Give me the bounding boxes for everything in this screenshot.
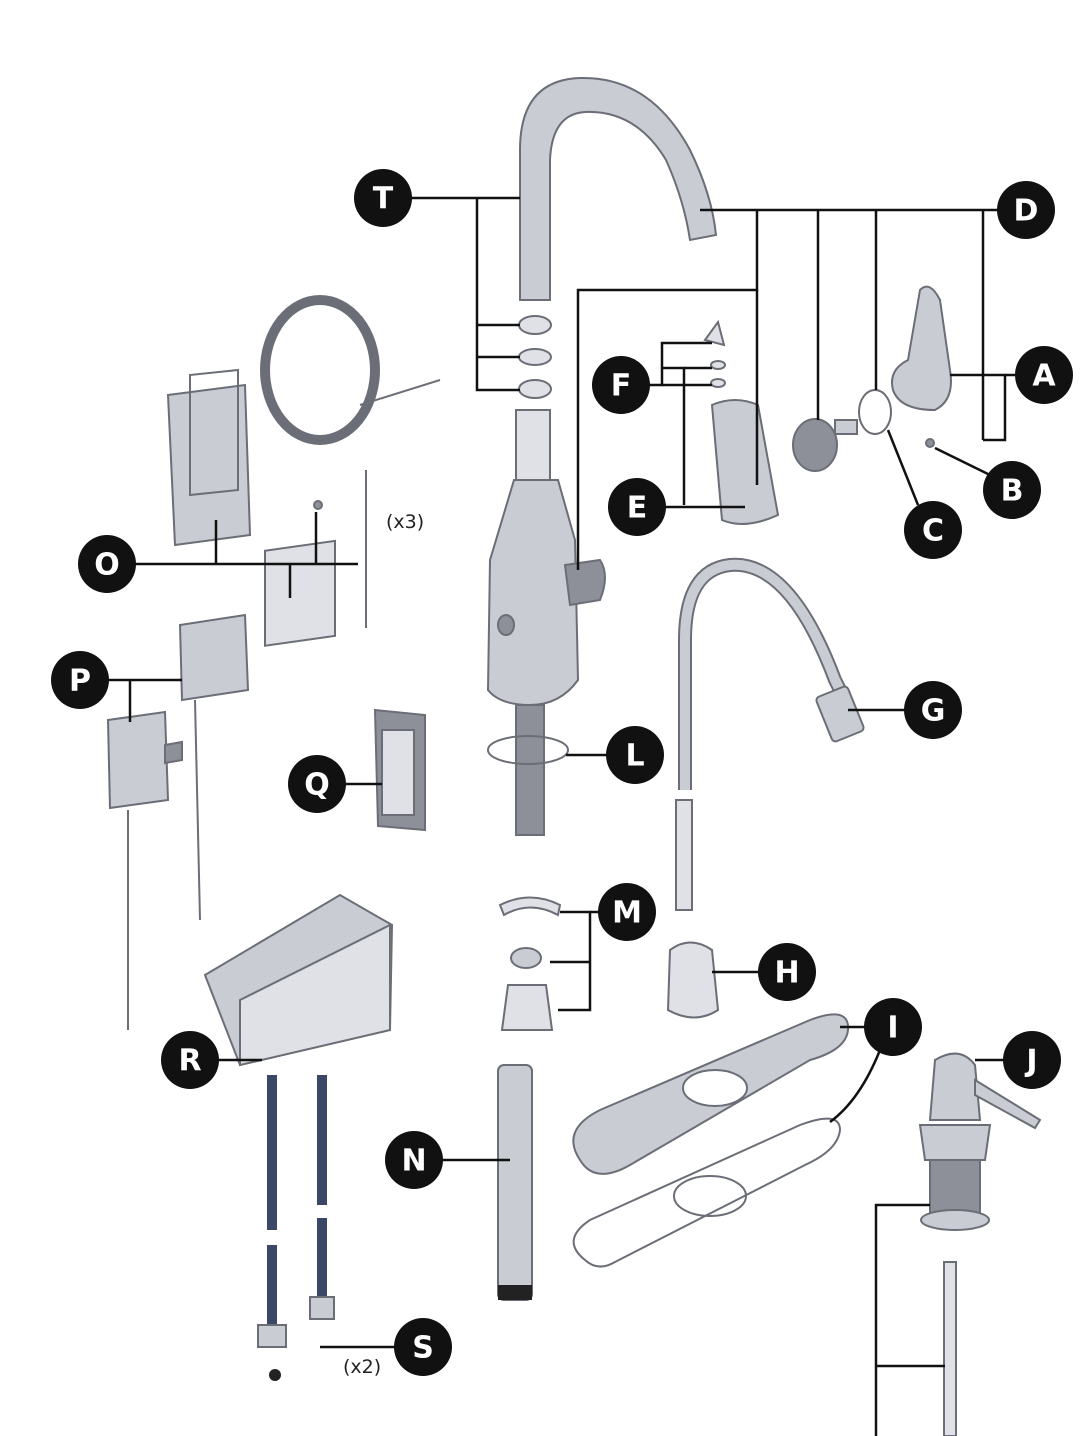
callout-l-label: L — [625, 739, 644, 774]
callout-e-label: E — [627, 491, 648, 526]
callout-f: F — [592, 356, 650, 414]
cartridge-illustration — [792, 418, 858, 472]
callout-g: G — [904, 681, 962, 739]
callout-h-label: H — [774, 956, 799, 991]
callout-m-label: M — [612, 896, 642, 931]
callout-q-label: Q — [304, 768, 330, 803]
callout-i: I — [864, 998, 922, 1056]
callout-p-label: P — [69, 664, 91, 699]
callout-r: R — [161, 1031, 219, 1089]
callout-n-label: N — [401, 1144, 426, 1179]
callout-n: N — [385, 1131, 443, 1189]
callout-e: E — [608, 478, 666, 536]
shank-illustration — [497, 1064, 533, 1301]
callout-b: B — [983, 461, 1041, 519]
leader-lines — [108, 196, 1018, 1436]
callout-q: Q — [288, 755, 346, 813]
callout-j-label: J — [1024, 1044, 1037, 1079]
callout-d: D — [997, 181, 1055, 239]
callout-a-label: A — [1032, 359, 1056, 394]
callout-s: S — [394, 1318, 452, 1376]
pull-down-hose-illustration — [675, 557, 865, 911]
mounting-nut-set-illustration — [498, 896, 562, 1031]
retaining-ring-illustration — [858, 389, 892, 435]
callout-j: J — [1003, 1031, 1061, 1089]
mounting-ring-illustration — [487, 735, 569, 765]
sensor-illustration — [373, 708, 426, 832]
callout-o: O — [78, 535, 136, 593]
callout-h: H — [758, 943, 816, 1001]
callout-c-label: C — [922, 514, 944, 549]
callout-f-label: F — [611, 369, 632, 404]
handle-illustration — [891, 285, 952, 412]
callout-b-label: B — [1001, 474, 1024, 509]
hose-weight-illustration — [666, 941, 720, 1019]
callout-t-label: T — [373, 182, 394, 217]
spray-head-small-parts — [703, 319, 726, 388]
callout-i-label: I — [887, 1011, 898, 1046]
sensor-module-kit-illustration — [166, 295, 441, 647]
set-screw-illustration — [925, 438, 935, 448]
faucet-body-illustration — [486, 409, 606, 836]
callout-t: T — [354, 169, 412, 227]
callout-r-label: R — [178, 1044, 201, 1079]
control-box-illustration — [203, 893, 394, 1381]
callout-o-label: O — [94, 548, 120, 583]
s-washer-quantity: (x2) — [343, 1356, 381, 1378]
spout-washers — [518, 315, 552, 399]
soap-dispenser-illustration — [918, 1052, 1042, 1436]
callout-a: A — [1015, 346, 1073, 404]
callout-s-label: S — [412, 1331, 434, 1366]
spray-head-illustration — [710, 399, 780, 525]
o-clip-quantity: (x3) — [386, 511, 424, 533]
callout-p: P — [51, 651, 109, 709]
spout-illustration — [519, 76, 718, 301]
callout-m: M — [598, 883, 656, 941]
callout-c: C — [904, 501, 962, 559]
callout-l: L — [606, 726, 664, 784]
power-supply-illustration — [106, 613, 250, 1030]
callout-d-label: D — [1014, 194, 1039, 229]
callout-g-label: G — [921, 694, 946, 729]
deck-plate-illustration — [572, 1013, 850, 1268]
